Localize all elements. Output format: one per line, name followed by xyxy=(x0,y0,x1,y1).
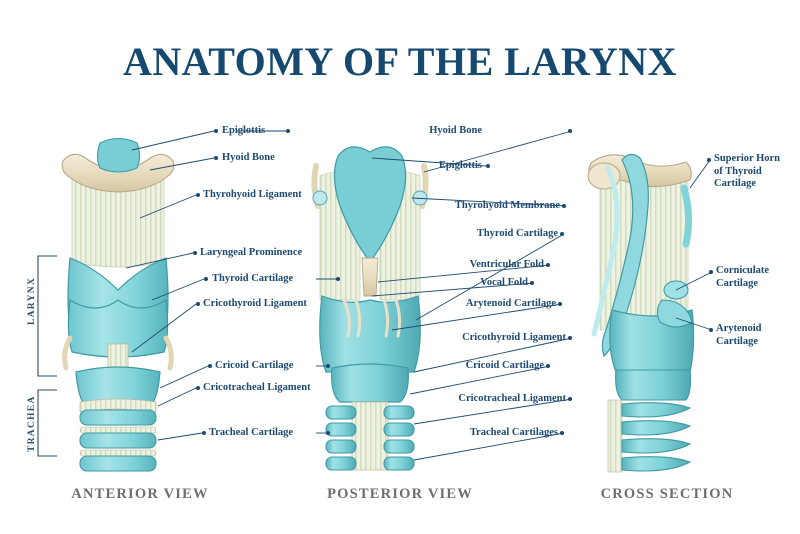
label-posterior-ventricular-fold: Ventricular Fold xyxy=(469,259,544,270)
label-posterior-cricothyroid-ligament: Cricothyroid Ligament xyxy=(462,332,566,343)
label-cross-superior-horn-of-thyroid-cartilage: Superior Horn of Thyroid Cartilage xyxy=(714,153,781,189)
posterior-view-illustration xyxy=(311,146,429,471)
bracket-label-trachea: TRACHEA xyxy=(27,395,37,452)
caption-cross-section: CROSS SECTION xyxy=(600,486,734,502)
label-anterior-thyrohyoid-ligament: Thyrohyoid Ligament xyxy=(203,189,302,200)
leader-lines xyxy=(125,129,713,461)
label-posterior-tracheal-cartilages: Tracheal Cartilages xyxy=(469,427,558,438)
label-anterior-thyroid-cartilage: Thyroid Cartilage xyxy=(212,273,294,284)
label-posterior-hyoid-bone: Hyoid Bone xyxy=(429,125,482,136)
page-title: ANATOMY OF THE LARYNX xyxy=(123,39,677,84)
label-anterior-cricoid-cartilage: Cricoid Cartilage xyxy=(215,360,294,371)
label-posterior-epiglottis: Epiglottis xyxy=(438,160,482,171)
label-anterior-cricothyroid-ligament: Cricothyroid Ligament xyxy=(203,298,307,309)
cross-section-illustration xyxy=(587,153,695,473)
caption-posterior-view: POSTERIOR VIEW xyxy=(327,486,473,502)
label-posterior-thyrohyoid-membrane: Thyrohyoid Membrane xyxy=(454,200,560,211)
label-posterior-vocal-fold: Vocal Fold xyxy=(480,277,528,288)
caption-anterior-view: ANTERIOR VIEW xyxy=(71,486,209,502)
label-posterior-cricoid-cartilage: Cricoid Cartilage xyxy=(465,360,544,371)
label-posterior-cricotracheal-ligament: Cricotracheal Ligament xyxy=(458,393,566,404)
label-posterior-arytenoid-cartilage: Arytenoid Cartilage xyxy=(465,298,556,309)
label-anterior-epiglottis: Epiglottis xyxy=(222,125,266,136)
anterior-view-illustration xyxy=(37,137,175,472)
label-posterior-thyroid-cartilage: Thyroid Cartilage xyxy=(476,228,558,239)
label-anterior-cricotracheal-ligament: Cricotracheal Ligament xyxy=(203,382,311,393)
label-cross-arytenoid-cartilage: Arytenoid Cartilage xyxy=(716,323,762,347)
bracket-label-larynx: LARYNX xyxy=(27,276,37,325)
label-cross-corniculate-cartilage: Corniculate Cartilage xyxy=(716,265,770,289)
label-anterior-laryngeal-prominence: Laryngeal Prominence xyxy=(200,247,303,258)
label-anterior-tracheal-cartilage: Tracheal Cartilage xyxy=(209,427,294,438)
label-anterior-hyoid-bone: Hyoid Bone xyxy=(222,152,275,163)
